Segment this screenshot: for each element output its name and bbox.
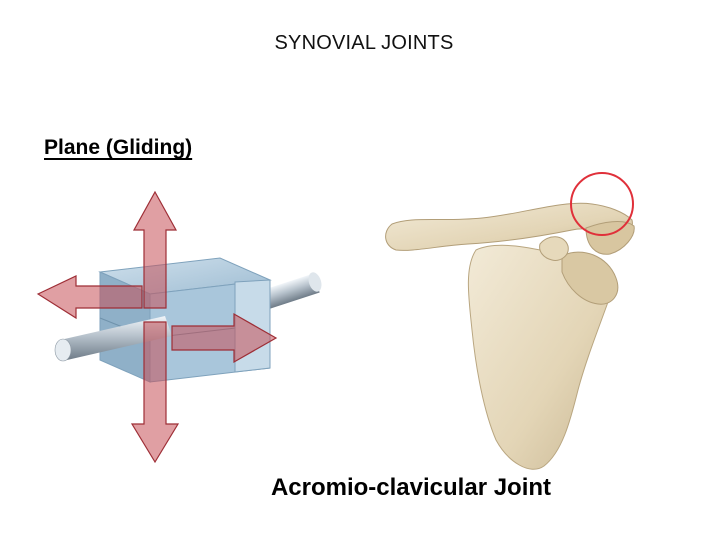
joint-type-heading: Plane (Gliding) [44, 136, 192, 160]
joint-example-caption: Acromio-clavicular Joint [0, 474, 728, 502]
acromion [586, 222, 634, 255]
scapula-clavicle-illustration [372, 160, 662, 480]
motion-arrows [38, 192, 276, 462]
plane-joint-model-illustration [30, 190, 350, 480]
slide-title: SYNOVIAL JOINTS [0, 32, 728, 55]
